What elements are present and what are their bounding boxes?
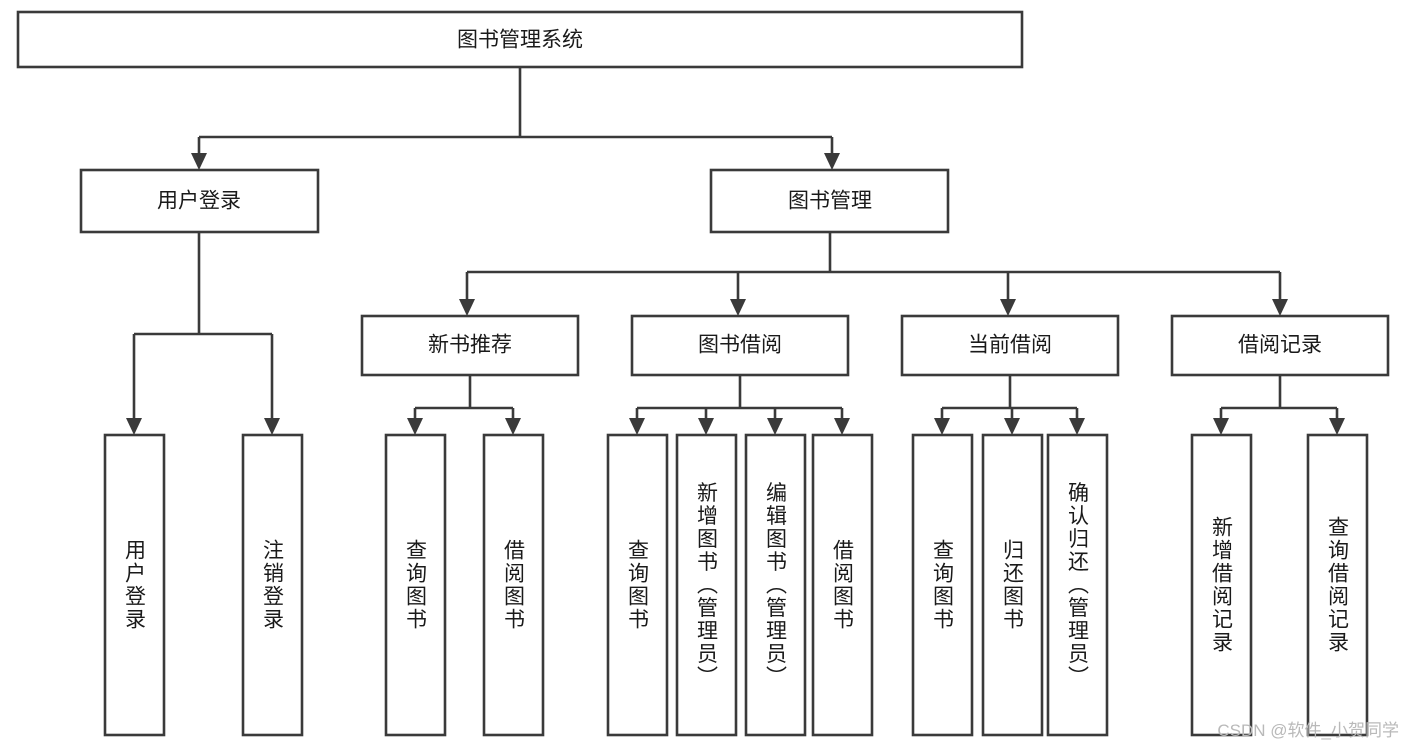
arrow-head-icon (934, 418, 950, 435)
node-new-book-rec-box[interactable] (360, 314, 580, 377)
node-user-login[interactable]: 用户登录 (79, 168, 320, 234)
arrow-head-icon (834, 418, 850, 435)
node-leaf-br-add-box[interactable] (1190, 433, 1253, 737)
arrow-head-icon (767, 418, 783, 435)
arrow-head-icon (1213, 418, 1229, 435)
node-leaf-user-login[interactable]: 用户登录 (103, 433, 166, 737)
node-leaf-bb-add-box[interactable] (675, 433, 738, 737)
node-leaf-br-query-box[interactable] (1306, 433, 1369, 737)
node-leaf-br-query[interactable]: 查询借阅记录 (1306, 433, 1369, 737)
node-leaf-rec-query-box[interactable] (384, 433, 447, 737)
node-new-book-rec-label: 新书推荐 (428, 334, 512, 357)
node-leaf-user-logout[interactable]: 注销登录 (241, 433, 304, 737)
node-leaf-bb-query-box[interactable] (606, 433, 669, 737)
arrow-head-icon (730, 299, 746, 316)
arrow-head-icon (824, 153, 840, 170)
node-leaf-rec-borrow-box[interactable] (482, 433, 545, 737)
node-root-label: 图书管理系统 (457, 29, 583, 52)
arrow-head-icon (629, 418, 645, 435)
node-leaf-cb-confirm-box[interactable] (1046, 433, 1109, 737)
node-book-borrow-box[interactable] (630, 314, 850, 377)
node-current-borrow[interactable]: 当前借阅 (900, 314, 1120, 377)
node-leaf-bb-add[interactable]: 新增图书（管理员） (675, 433, 738, 737)
node-book-borrow-label: 图书借阅 (698, 334, 782, 357)
node-leaf-cb-confirm[interactable]: 确认归还（管理员） (1046, 433, 1109, 737)
node-leaf-rec-borrow[interactable]: 借阅图书 (482, 433, 545, 737)
arrow-head-icon (459, 299, 475, 316)
watermark-text: CSDN @软件_小贺同学 (1217, 721, 1399, 740)
arrow-head-icon (126, 418, 142, 435)
node-new-book-rec[interactable]: 新书推荐 (360, 314, 580, 377)
node-leaf-br-add-label: 新增借阅记录 (1210, 516, 1234, 654)
node-leaf-cb-return-label: 归还图书 (1001, 539, 1025, 631)
arrow-head-icon (1272, 299, 1288, 316)
node-leaf-bb-edit[interactable]: 编辑图书（管理员） (744, 433, 807, 737)
node-leaf-br-query-label: 查询借阅记录 (1326, 516, 1350, 654)
node-leaf-cb-confirm-label: 确认归还（管理员） (1066, 482, 1090, 689)
node-leaf-user-logout-box[interactable] (241, 433, 304, 737)
node-root-box[interactable] (16, 10, 1024, 69)
arrow-head-icon (191, 153, 207, 170)
arrow-head-icon (698, 418, 714, 435)
node-leaf-cb-query-box[interactable] (911, 433, 974, 737)
arrow-head-icon (1069, 418, 1085, 435)
node-leaf-bb-query[interactable]: 查询图书 (606, 433, 669, 737)
node-leaf-bb-edit-box[interactable] (744, 433, 807, 737)
arrow-head-icon (1004, 418, 1020, 435)
node-leaf-user-logout-label: 注销登录 (261, 539, 285, 631)
node-leaf-bb-borrow-label: 借阅图书 (831, 539, 855, 631)
node-book-manage[interactable]: 图书管理 (709, 168, 950, 234)
node-user-login-label: 用户登录 (157, 190, 241, 213)
node-root[interactable]: 图书管理系统 (16, 10, 1024, 69)
node-current-borrow-box[interactable] (900, 314, 1120, 377)
node-leaf-bb-add-label: 新增图书（管理员） (695, 482, 719, 689)
node-leaf-bb-query-label: 查询图书 (626, 539, 650, 631)
node-leaf-cb-return[interactable]: 归还图书 (981, 433, 1044, 737)
node-leaf-cb-return-box[interactable] (981, 433, 1044, 737)
connector-group (126, 67, 1345, 435)
arrow-head-icon (407, 418, 423, 435)
node-borrow-record[interactable]: 借阅记录 (1170, 314, 1390, 377)
node-current-borrow-label: 当前借阅 (968, 334, 1052, 357)
arrow-head-icon (1329, 418, 1345, 435)
node-leaf-cb-query[interactable]: 查询图书 (911, 433, 974, 737)
node-leaf-bb-borrow-box[interactable] (811, 433, 874, 737)
node-borrow-record-box[interactable] (1170, 314, 1390, 377)
node-leaf-rec-borrow-label: 借阅图书 (502, 539, 526, 631)
node-user-login-box[interactable] (79, 168, 320, 234)
node-book-manage-label: 图书管理 (788, 190, 872, 213)
arrow-head-icon (264, 418, 280, 435)
node-leaf-rec-query-label: 查询图书 (404, 539, 428, 631)
node-leaf-cb-query-label: 查询图书 (931, 539, 955, 631)
node-leaf-bb-borrow[interactable]: 借阅图书 (811, 433, 874, 737)
node-leaf-user-login-box[interactable] (103, 433, 166, 737)
node-leaf-br-add[interactable]: 新增借阅记录 (1190, 433, 1253, 737)
node-leaf-bb-edit-label: 编辑图书（管理员） (764, 482, 788, 689)
node-leaf-rec-query[interactable]: 查询图书 (384, 433, 447, 737)
arrow-head-icon (505, 418, 521, 435)
node-leaf-user-login-label: 用户登录 (123, 539, 147, 631)
node-book-borrow[interactable]: 图书借阅 (630, 314, 850, 377)
arrow-head-icon (1000, 299, 1016, 316)
node-borrow-record-label: 借阅记录 (1238, 334, 1322, 357)
node-book-manage-box[interactable] (709, 168, 950, 234)
